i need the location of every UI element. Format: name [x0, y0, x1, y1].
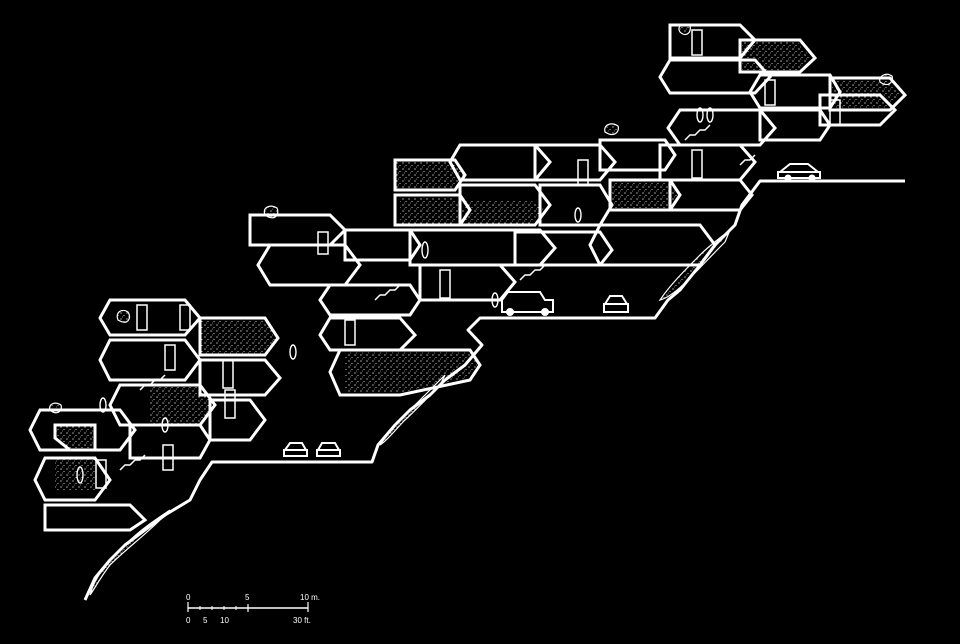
scale-bar: 0 5 10 m. 0 5 10 30 ft. [186, 593, 320, 625]
scale-metric-10: 10 m. [300, 593, 320, 602]
scale-metric-0: 0 [186, 593, 191, 602]
planters [49, 23, 893, 414]
people [76, 107, 714, 484]
stippled-fill-left [55, 318, 278, 490]
car-right [777, 163, 821, 179]
scale-imperial-0: 0 [186, 616, 191, 625]
cars [283, 163, 821, 457]
scale-imperial-10: 10 [220, 616, 229, 625]
car-left-1 [283, 442, 308, 457]
car-left-2 [316, 442, 341, 457]
doors [95, 29, 841, 489]
scale-imperial-5: 5 [203, 616, 208, 625]
scale-imperial-30: 30 ft. [293, 616, 311, 625]
car-middle [603, 295, 629, 313]
stairs [119, 124, 756, 471]
scale-metric-5: 5 [245, 593, 250, 602]
terrain-profile [83, 179, 905, 601]
stippled-fill-right [612, 42, 900, 208]
stippled-fill-middle [345, 160, 545, 393]
